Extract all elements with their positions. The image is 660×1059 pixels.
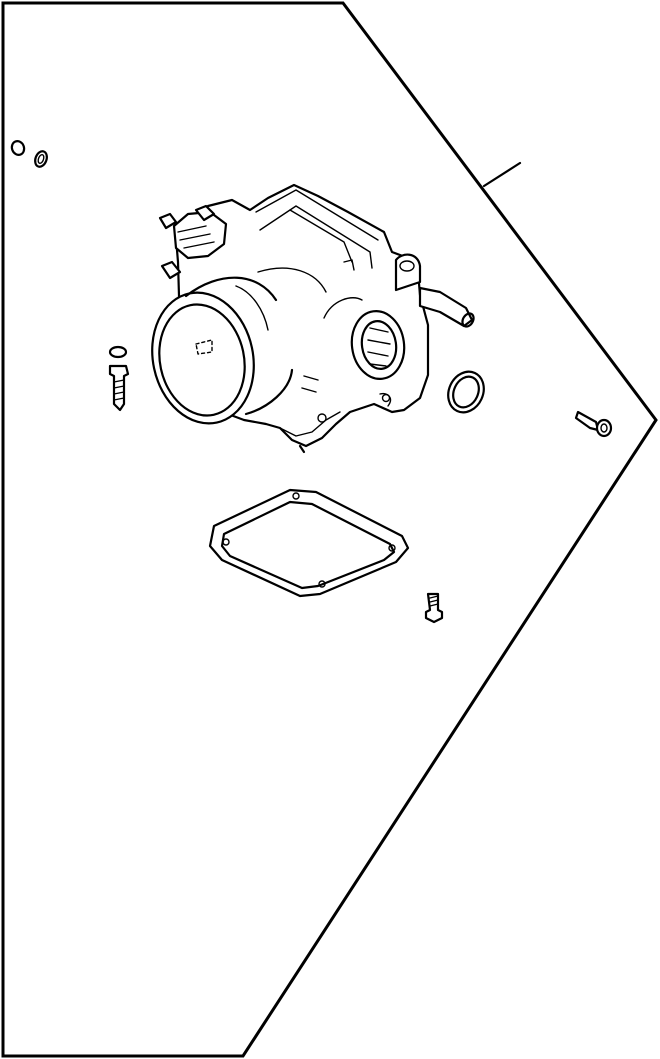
throttle-body [151,183,475,454]
mounting-bolt [108,345,130,412]
reference-leader-line [482,161,522,188]
o-ring [447,370,485,414]
gasket [208,488,410,598]
gasket-bolt [424,592,444,624]
sensor-screw [574,410,613,438]
o-ring-pair [10,140,48,168]
